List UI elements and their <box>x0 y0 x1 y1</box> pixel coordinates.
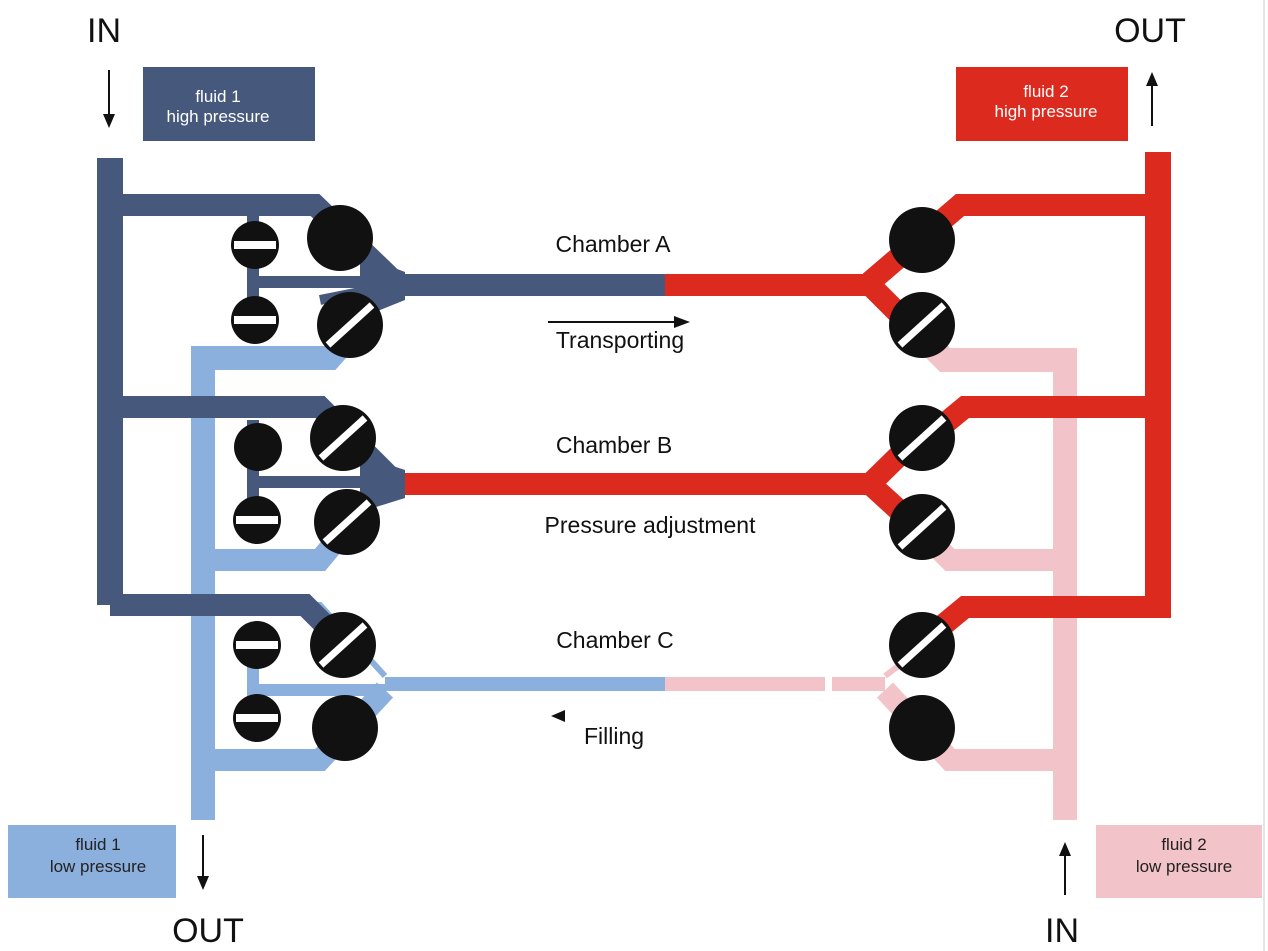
svg-text:fluid 1: fluid 1 <box>75 835 120 854</box>
svg-text:low pressure: low pressure <box>1136 857 1232 876</box>
valve-icon <box>231 296 279 344</box>
svg-text:high pressure: high pressure <box>166 107 269 126</box>
fluid1-low-pressure-box: fluid 1 low pressure <box>8 825 176 898</box>
valve-icon <box>889 292 955 358</box>
out-bottom-label: OUT <box>172 912 244 950</box>
valve-icon <box>889 207 955 273</box>
valve-icon <box>317 292 383 358</box>
chamber-a-mode: Transporting <box>556 327 684 353</box>
fluid2-low-pressure-box: fluid 2 low pressure <box>1096 825 1262 898</box>
chamber-b-mode: Pressure adjustment <box>545 512 757 538</box>
out-top-label: OUT <box>1114 12 1186 50</box>
valve-icon <box>233 621 281 669</box>
svg-text:fluid 1: fluid 1 <box>195 87 240 106</box>
svg-text:low pressure: low pressure <box>50 857 146 876</box>
svg-text:high pressure: high pressure <box>994 102 1097 121</box>
flow-arrows <box>103 70 1158 895</box>
in-bottom-label: IN <box>1045 912 1079 950</box>
down-arrow-icon <box>197 835 209 890</box>
valve-icon <box>234 423 282 471</box>
chamber-a-label: Chamber A <box>555 231 671 257</box>
valve-icon <box>889 612 955 678</box>
valve-icon <box>307 205 373 271</box>
up-arrow-icon <box>1059 842 1071 895</box>
valve-icon <box>889 494 955 560</box>
valve-icon <box>233 694 281 742</box>
right-arrow-icon <box>548 316 690 328</box>
chamber-c-label: Chamber C <box>556 627 674 653</box>
valve-icon <box>889 405 955 471</box>
svg-text:fluid 2: fluid 2 <box>1023 82 1068 101</box>
valves <box>231 205 955 761</box>
down-arrow-icon <box>103 70 115 128</box>
chamber-c-mode: Filling <box>584 723 644 749</box>
valve-icon <box>312 695 378 761</box>
svg-text:fluid 2: fluid 2 <box>1161 835 1206 854</box>
chamber-b-inlet-wedge <box>360 455 405 512</box>
valve-icon <box>314 489 380 555</box>
valve-icon <box>310 612 376 678</box>
left-arrow-icon <box>551 710 565 722</box>
up-arrow-icon <box>1146 72 1158 126</box>
valve-icon <box>231 221 279 269</box>
valve-icon <box>889 695 955 761</box>
fluid1-high-pressure-box: fluid 1 high pressure <box>143 67 315 141</box>
fluid2-high-pressure-box: fluid 2 high pressure <box>956 67 1128 141</box>
valve-icon <box>233 496 281 544</box>
valve-icon <box>310 405 376 471</box>
chamber-b-label: Chamber B <box>556 432 672 458</box>
in-top-label: IN <box>87 12 121 50</box>
